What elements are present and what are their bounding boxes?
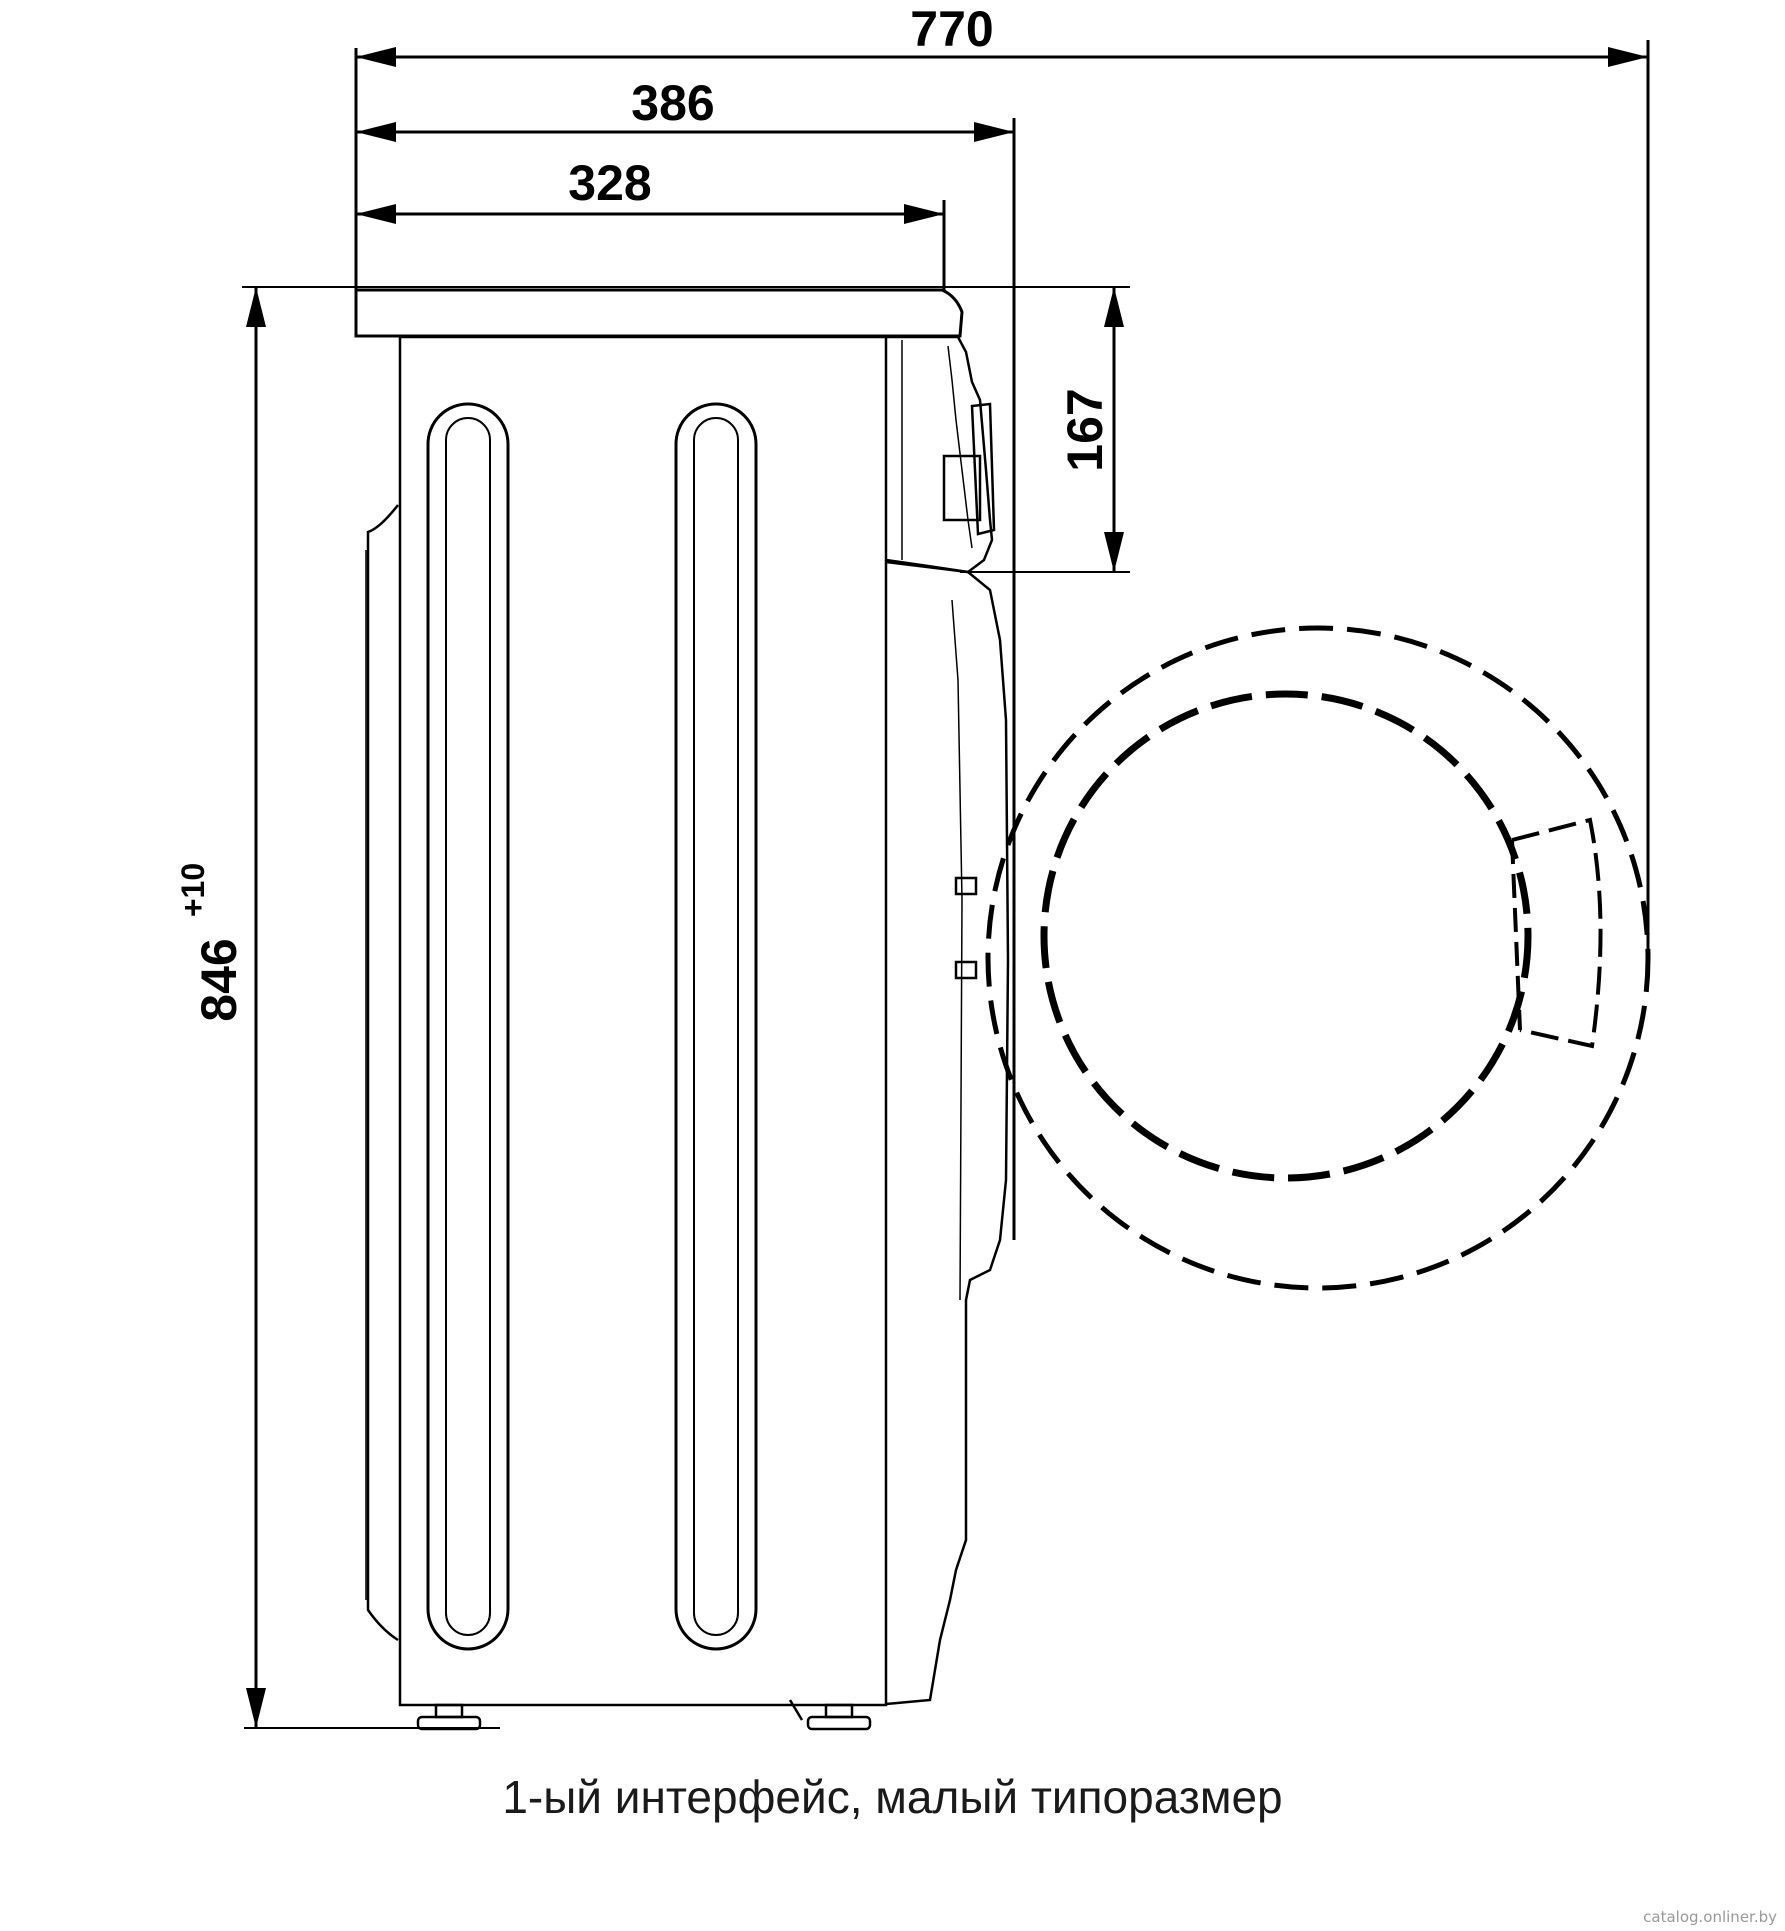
machine-feet: [416, 1699, 872, 1731]
dimension-770: 770: [356, 1, 1648, 67]
dimension-846-label: 846: [191, 938, 247, 1021]
door-dashed: [985, 625, 1651, 1291]
dimension-386: 386: [356, 75, 1014, 142]
watermark: catalog.onliner.by: [1643, 1908, 1777, 1926]
diagram-caption: 1-ый интерфейс, малый типоразмер: [502, 1771, 1283, 1823]
dimension-770-label: 770: [910, 1, 993, 57]
dimension-328: 328: [356, 155, 944, 224]
dimension-167-label: 167: [1057, 388, 1113, 471]
dimension-167: 167: [1057, 287, 1124, 572]
dimension-846: 846 +10: [175, 287, 266, 1728]
side-embossing: [426, 402, 758, 1651]
dimension-846-tolerance: +10: [175, 863, 211, 917]
dimension-386-label: 386: [631, 75, 714, 131]
machine-body: [354, 288, 1010, 1707]
extension-lines: [242, 40, 1650, 1729]
dimension-328-label: 328: [568, 155, 651, 211]
